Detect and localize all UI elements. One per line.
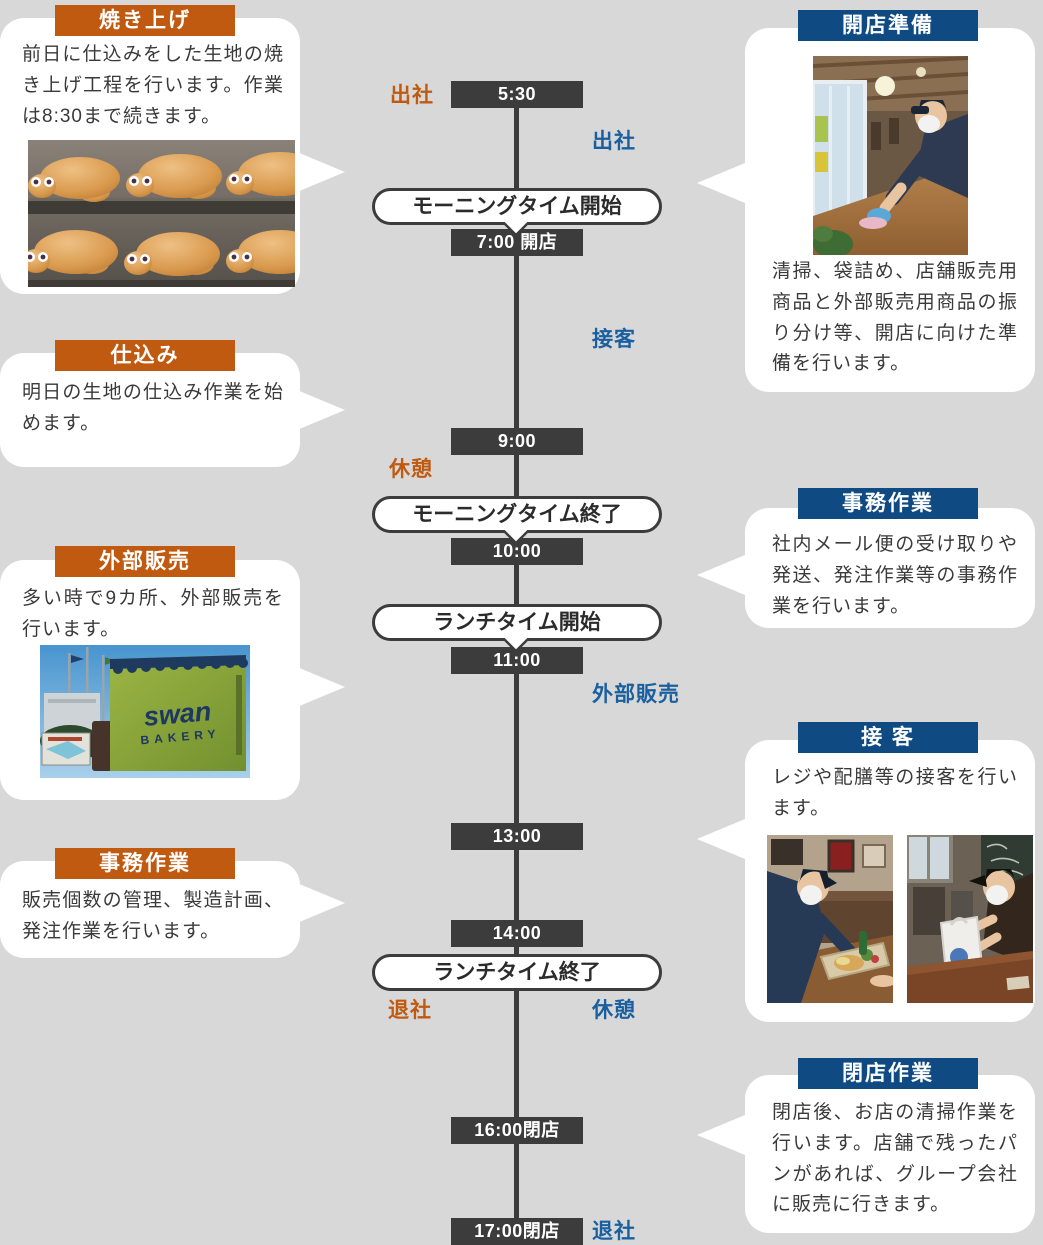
timebox-900: 9:00 — [451, 428, 583, 455]
label-customer-service-blue: 接客 — [592, 328, 636, 351]
event-lunch-start: ランチタイム開始 — [372, 604, 662, 641]
table-cleaning-photo — [813, 56, 968, 255]
event-tail-icon — [503, 222, 529, 236]
office-work-right-callout-tail — [697, 555, 745, 595]
customer-service-callout-title: 接 客 — [798, 722, 978, 753]
closing-work-callout-tail — [697, 1115, 745, 1155]
label-break-blue: 休憩 — [592, 999, 636, 1022]
timebox-530: 5:30 — [451, 81, 583, 108]
event-morning-end: モーニングタイム終了 — [372, 496, 662, 533]
closing-work-callout-title: 閉店作業 — [798, 1058, 978, 1089]
label-external-sales-blue: 外部販売 — [592, 683, 680, 706]
timebox-1100: 11:00 — [451, 647, 583, 674]
office-work-left-callout-body: 販売個数の管理、製造計画、発注作業を行います。 — [22, 890, 284, 942]
prep-callout-body: 明日の生地の仕込み作業を始めます。 — [22, 382, 284, 434]
event-tail-icon — [503, 530, 529, 544]
office-work-right-callout — [745, 508, 1035, 628]
external-sales-callout-tail — [297, 667, 345, 707]
timebox-1600-close: 16:00閉店 — [451, 1117, 583, 1144]
label-arrive-work-orange: 出社 — [390, 84, 434, 107]
svg-text:swan: swan — [143, 696, 213, 732]
office-work-left-callout-title: 事務作業 — [55, 848, 235, 879]
closing-work-callout-body: 閉店後、お店の清掃作業を行います。店舗で残ったパンがあれば、グループ会社に販売に… — [772, 1102, 1018, 1216]
baking-callout-body: 前日に仕込みをした生地の焼き上げ工程を行います。作業は8:30まで続きます。 — [22, 44, 284, 127]
prep-callout — [0, 353, 300, 467]
turtle-bread-photo — [28, 140, 295, 287]
label-arrive-work-blue: 出社 — [592, 130, 636, 153]
event-tail-icon — [503, 638, 529, 652]
external-sales-callout-body: 多い時で9カ所、外部販売を行います。 — [22, 588, 284, 640]
closing-work-callout — [745, 1075, 1035, 1233]
label-break-orange: 休憩 — [389, 458, 433, 481]
turtle-bread — [28, 152, 295, 276]
timebox-1700-close: 17:00閉店 — [451, 1218, 583, 1245]
prep-callout-tail — [297, 390, 345, 430]
customer-service-callout-tail — [697, 819, 745, 859]
opening-prep-callout-tail — [697, 163, 745, 203]
customer-service-callout-body: レジや配膳等の接客を行います。 — [772, 767, 1018, 819]
timebox-1400: 14:00 — [451, 920, 583, 947]
label-leave-work-blue: 退社 — [592, 1220, 636, 1243]
office-work-left-callout-tail — [297, 883, 345, 923]
timebox-700-open: 7:00 開店 — [451, 229, 583, 256]
prep-callout-title: 仕込み — [55, 340, 235, 371]
timebox-1300: 13:00 — [451, 823, 583, 850]
event-morning-start: モーニングタイム開始 — [372, 188, 662, 225]
external-sales-callout-title: 外部販売 — [55, 546, 235, 577]
tray-serving-photo — [767, 835, 893, 1003]
opening-prep-callout-body: 清掃、袋詰め、店舗販売用商品と外部販売用商品の振り分け等、開店に向けた準備を行い… — [772, 261, 1018, 375]
event-lunch-end: ランチタイム終了 — [372, 954, 662, 991]
baking-callout-tail — [297, 152, 345, 192]
svg-text:BAKERY: BAKERY — [140, 726, 221, 747]
label-leave-work-orange: 退社 — [388, 999, 432, 1022]
bag-handover-photo — [907, 835, 1033, 1003]
opening-prep-callout-title: 開店準備 — [798, 10, 978, 41]
office-work-right-callout-body: 社内メール便の受け取りや発送、発注作業等の事務作業を行います。 — [772, 534, 1018, 617]
baking-callout-title: 焼き上げ — [55, 5, 235, 36]
bakery-truck-photo: swan BAKERY — [40, 645, 250, 778]
office-work-right-callout-title: 事務作業 — [798, 488, 978, 519]
